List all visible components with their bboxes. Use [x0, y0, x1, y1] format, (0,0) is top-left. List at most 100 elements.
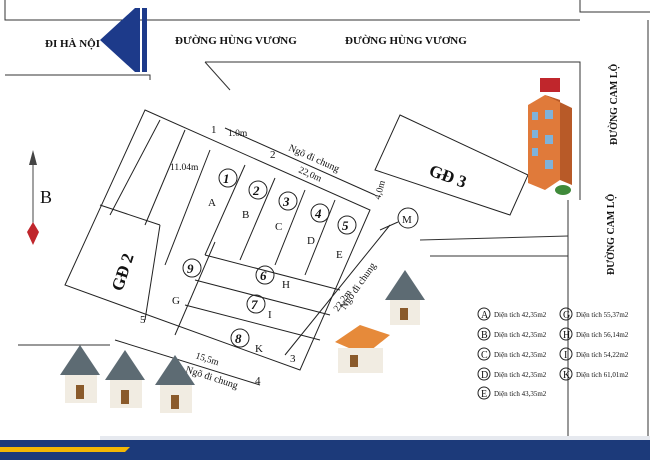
- legend-circle-i: [559, 347, 573, 361]
- street-cam-lo-2: ĐƯỜNG CAM LỘ: [604, 193, 617, 275]
- house-illustration-2: [335, 325, 390, 373]
- legend-text-b: Diện tích 42,35m2: [494, 331, 547, 339]
- legend-letter-b: B: [481, 330, 488, 341]
- lane-lower-line: [114, 339, 261, 386]
- legend-text-a: Diện tích 42,35m2: [494, 311, 547, 319]
- lot-line-3: [239, 177, 276, 261]
- dim-22m: 22,0m: [297, 166, 324, 185]
- lot-h-letter: H: [282, 279, 290, 291]
- footer-yellow-stripe: [0, 447, 130, 452]
- legend-letter-c: C: [481, 350, 488, 361]
- lot-5-circle: [337, 215, 357, 235]
- hanoi-direction-arrow: [100, 8, 147, 72]
- house-1-roof: [385, 270, 425, 300]
- lane-label-lower: Ngõ đi chung: [184, 364, 239, 391]
- lot-7-number: 7: [251, 297, 258, 312]
- compass-tail-icon: [27, 222, 39, 245]
- upper-rib-1: [109, 119, 161, 216]
- legend-text-k: Diện tích 61,01m2: [576, 371, 629, 379]
- compass: B: [27, 150, 52, 245]
- legend-text-d: Diện tích 42,35m2: [494, 371, 547, 379]
- compass-north-arrow-icon: [29, 150, 37, 165]
- corner-number-2: 2: [270, 149, 276, 161]
- lot-9-circle: [182, 258, 202, 278]
- corner-number-1: 1: [211, 124, 217, 136]
- legend-circle-g: [559, 307, 573, 321]
- arrow-bar-1: [135, 8, 140, 72]
- legend-letter-e: E: [481, 389, 487, 400]
- house-2-roof: [335, 325, 390, 355]
- block-gd3-label: GĐ 3: [427, 161, 469, 192]
- footer-band: [0, 436, 650, 460]
- building-window-3: [532, 148, 538, 156]
- g-lot-left: [144, 224, 161, 321]
- corner-number-5: 5: [140, 314, 146, 326]
- building-window-2: [532, 130, 538, 138]
- lot-i-letter: I: [268, 309, 272, 321]
- lot-b-letter: B: [242, 209, 249, 221]
- legend-circle-e: [477, 386, 491, 400]
- house-illustration-4: [105, 350, 145, 408]
- legend-letter-g: G: [563, 310, 570, 321]
- house-2-door: [350, 355, 358, 367]
- lot-d-letter: D: [307, 235, 315, 247]
- dim-4m: 4,0m: [373, 179, 388, 201]
- legend-circle-d: [477, 367, 491, 381]
- hung-vuong-top-edge: [4, 0, 580, 21]
- lot-6-number: 6: [260, 268, 267, 283]
- house-3-door: [76, 385, 84, 399]
- street-to-hanoi: ĐI HÀ NỘI: [45, 37, 100, 50]
- house-illustration-5: [155, 355, 195, 413]
- dim-11m: 11.04m: [170, 163, 199, 173]
- street-hung-vuong-1: ĐƯỜNG HÙNG VƯƠNG: [175, 35, 297, 47]
- lot-k-letter: K: [255, 343, 263, 355]
- lot-1-circle: [218, 168, 238, 188]
- gd3-block: [374, 114, 529, 216]
- legend-text-i: Diện tích 54,22m2: [576, 351, 629, 359]
- hung-vuong-bottom-left: [5, 74, 151, 80]
- legend-text-h: Diện tích 56,14m2: [576, 331, 629, 339]
- street-cam-lo-1: ĐƯỜNG CAM LỘ: [607, 63, 620, 145]
- corner-number-3: 3: [290, 353, 296, 365]
- legend-circle-b: [477, 327, 491, 341]
- lot-3-number: 3: [282, 194, 290, 209]
- lot-4-circle: [310, 203, 330, 223]
- lot-2-number: 2: [252, 183, 260, 198]
- building-window-4: [545, 110, 553, 119]
- legend-circle-c: [477, 347, 491, 361]
- lot-g-letter: G: [172, 295, 180, 307]
- lot-line-1: [164, 149, 211, 266]
- lane-upper-line: [224, 127, 376, 196]
- legend-letter-i: I: [564, 350, 567, 361]
- hung-vuong-bottom-right: [205, 61, 581, 200]
- footer-blue-bar: [0, 440, 650, 460]
- lot-3-circle: [278, 191, 298, 211]
- building-window-6: [545, 160, 553, 169]
- marker-m-circle: [397, 207, 419, 229]
- legend-letter-d: D: [481, 370, 488, 381]
- g-lot-right: [174, 241, 216, 336]
- lot-line-h-top: [204, 254, 341, 291]
- legend-letter-a: A: [481, 310, 489, 321]
- lot-8-number: 8: [235, 331, 242, 346]
- house-illustration-3: [60, 345, 100, 403]
- upper-rib-2: [144, 129, 186, 226]
- lot-4-number: 4: [314, 206, 322, 221]
- legend-circle-k: [559, 367, 573, 381]
- lane-right-line: [284, 224, 391, 356]
- house-3-roof: [60, 345, 100, 375]
- lot-1-number: 1: [223, 171, 230, 186]
- lot-line-5: [304, 199, 336, 276]
- arrow-head-icon: [100, 8, 135, 72]
- lot-7-circle: [246, 294, 266, 314]
- legend-text-c: Diện tích 42,35m2: [494, 351, 547, 359]
- lot-line-4: [274, 189, 306, 266]
- house-4-roof: [105, 350, 145, 380]
- footer-light-edge: [100, 436, 650, 440]
- house-2-wall: [338, 348, 383, 373]
- building-window-1: [532, 112, 538, 120]
- apartment-building-illustration: [528, 78, 572, 195]
- lot-line-k-top: [184, 304, 321, 341]
- legend: A Diện tích 42,35m2 B Diện tích 42,35m2 …: [477, 307, 629, 400]
- legend-circle-a: [477, 307, 491, 321]
